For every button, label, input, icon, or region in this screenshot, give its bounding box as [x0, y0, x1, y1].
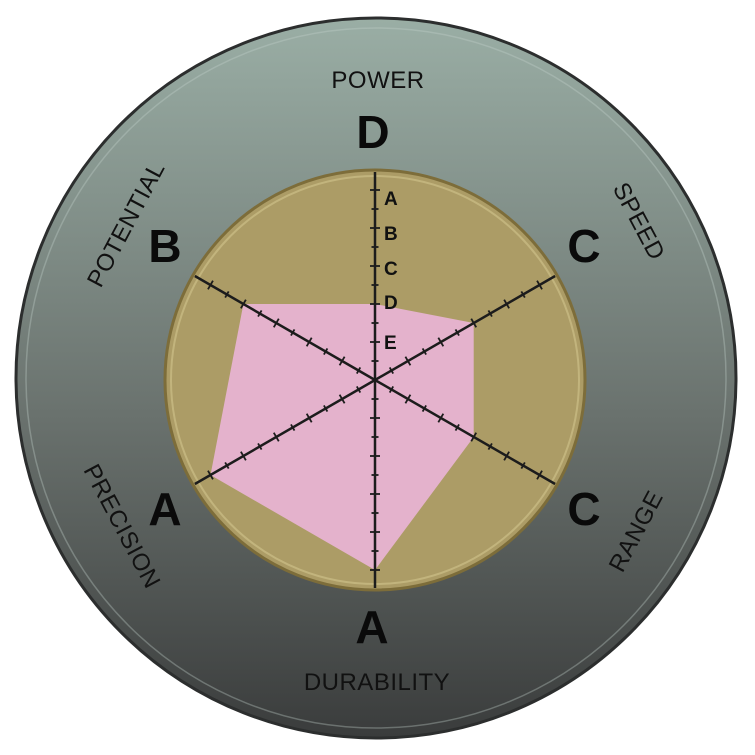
- axis-tick-precision: [290, 424, 296, 431]
- scale-label-b: B: [384, 224, 398, 245]
- axis-tick-range: [421, 405, 427, 412]
- axis-tick-range: [404, 394, 412, 404]
- grade-range: C: [567, 483, 600, 535]
- axis-tick-range: [454, 424, 460, 431]
- axis-tick-range: [437, 413, 445, 423]
- axis-tick-range: [503, 451, 510, 461]
- grade-power: D: [356, 106, 389, 158]
- axis-tick-precision: [323, 405, 329, 412]
- axis-line-precision: [194, 378, 376, 486]
- grade-precision: A: [148, 483, 181, 535]
- axis-tick-speed: [437, 337, 445, 347]
- axis-tick-speed: [487, 310, 493, 317]
- axis-tick-range: [536, 470, 543, 480]
- grade-durability: A: [355, 601, 388, 653]
- axis-line-speed: [374, 274, 556, 382]
- axis-tick-speed: [520, 291, 526, 298]
- axis-tick-potential: [356, 367, 362, 374]
- axis-tick-speed: [454, 329, 460, 336]
- axis-tick-precision: [356, 386, 362, 393]
- axis-tick-potential: [272, 318, 280, 328]
- axis-label-durability: DURABILITY: [304, 669, 450, 696]
- axis-tick-potential: [240, 299, 247, 309]
- axis-tick-speed: [470, 318, 478, 328]
- axis-tick-potential: [207, 280, 214, 290]
- axis-tick-potential: [323, 348, 329, 355]
- axis-tick-range: [470, 432, 478, 442]
- scale-label-d: D: [384, 293, 398, 314]
- axis-tick-speed: [404, 356, 412, 366]
- grade-scale: A B C D E: [384, 189, 398, 354]
- axis-tick-potential: [257, 310, 263, 317]
- axis-tick-precision: [224, 462, 230, 469]
- axis-tick-speed: [536, 280, 543, 290]
- axis-tick-range: [487, 443, 493, 450]
- axis-tick-precision: [338, 394, 346, 404]
- axis-tick-precision: [305, 413, 313, 423]
- axis-tick-precision: [272, 432, 280, 442]
- axis-tick-speed: [421, 348, 427, 355]
- scale-label-a: A: [384, 189, 398, 210]
- scale-label-c: C: [384, 259, 398, 280]
- outer-ring-inner-line: [25, 27, 727, 729]
- axis-label-power: POWER: [331, 67, 424, 94]
- scale-label-e: E: [384, 333, 397, 354]
- stats-polygon: [210, 304, 474, 570]
- axis-line-potential: [194, 274, 376, 382]
- axis-tick-potential: [338, 356, 346, 366]
- grade-speed: C: [567, 220, 600, 272]
- axis-tick-potential: [290, 329, 296, 336]
- grade-potential: B: [148, 220, 181, 272]
- axis-tick-potential: [224, 291, 230, 298]
- radar-axes: [194, 172, 556, 588]
- axis-tick-range: [520, 462, 526, 469]
- axis-tick-precision: [257, 443, 263, 450]
- axis-tick-precision: [240, 451, 247, 461]
- axis-line-range: [374, 378, 556, 486]
- axis-tick-speed: [503, 299, 510, 309]
- axis-tick-range: [388, 386, 394, 393]
- axis-tick-precision: [207, 470, 214, 480]
- axis-tick-speed: [388, 367, 394, 374]
- axis-tick-potential: [305, 337, 313, 347]
